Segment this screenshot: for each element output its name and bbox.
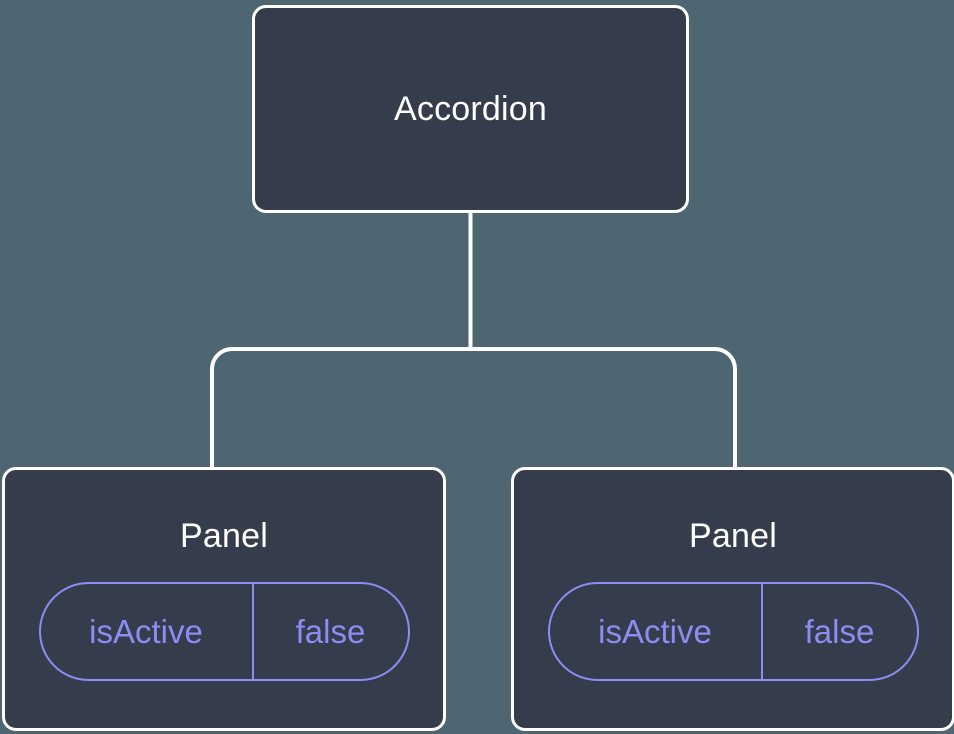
state-key-panel-2: isActive xyxy=(598,612,712,650)
node-panel-2[interactable]: Panel isActive false xyxy=(511,467,954,731)
state-pill-divider-2 xyxy=(760,584,763,679)
edge-bus-to-panel-right xyxy=(470,347,737,470)
node-panel-1[interactable]: Panel isActive false xyxy=(2,467,446,731)
node-panel-2-title: Panel xyxy=(689,517,777,555)
state-value-panel-2: false xyxy=(804,612,875,650)
state-pill-divider-1 xyxy=(251,584,254,679)
state-pill-panel-1[interactable]: isActive false xyxy=(38,582,410,681)
edge-bus-to-panel-left xyxy=(210,347,471,470)
state-key-panel-1: isActive xyxy=(89,612,203,650)
node-accordion-title: Accordion xyxy=(394,90,547,128)
node-accordion[interactable]: Accordion xyxy=(252,5,689,213)
state-pill-panel-2[interactable]: isActive false xyxy=(547,582,919,681)
state-value-panel-1: false xyxy=(295,612,366,650)
node-panel-1-title: Panel xyxy=(180,517,268,555)
